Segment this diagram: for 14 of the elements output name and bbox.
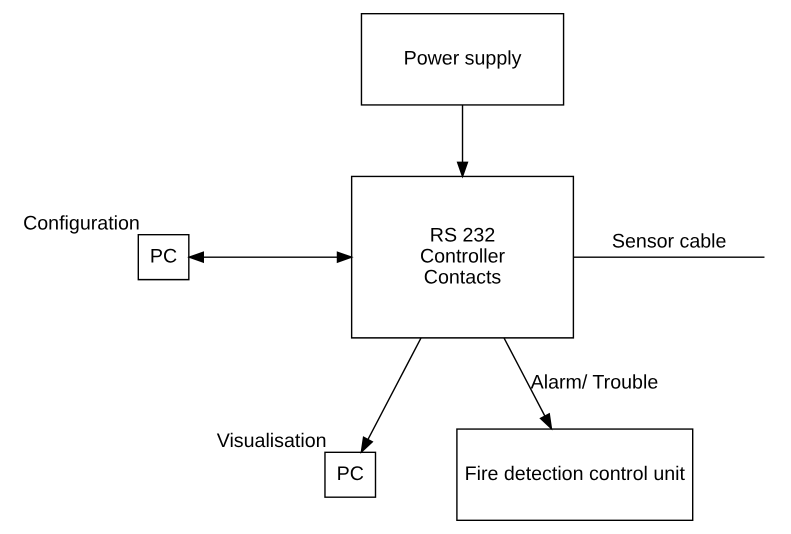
arrow	[503, 338, 552, 430]
edge-label: Sensor cable	[612, 230, 726, 253]
node-label: Visualisation	[216, 430, 327, 452]
node-box: Power supply	[360, 12, 564, 106]
arrow	[456, 104, 468, 179]
node-box: RS 232 Controller Contacts	[350, 176, 574, 339]
arrow	[360, 338, 422, 454]
node-label: Configuration	[23, 212, 140, 234]
node-box: Fire detection control unit	[456, 428, 694, 522]
node-box: PC	[324, 452, 376, 498]
node-box: PC	[138, 234, 190, 280]
connector	[574, 256, 764, 258]
edge-label: Alarm/ Trouble	[530, 372, 658, 394]
arrow	[187, 251, 354, 264]
